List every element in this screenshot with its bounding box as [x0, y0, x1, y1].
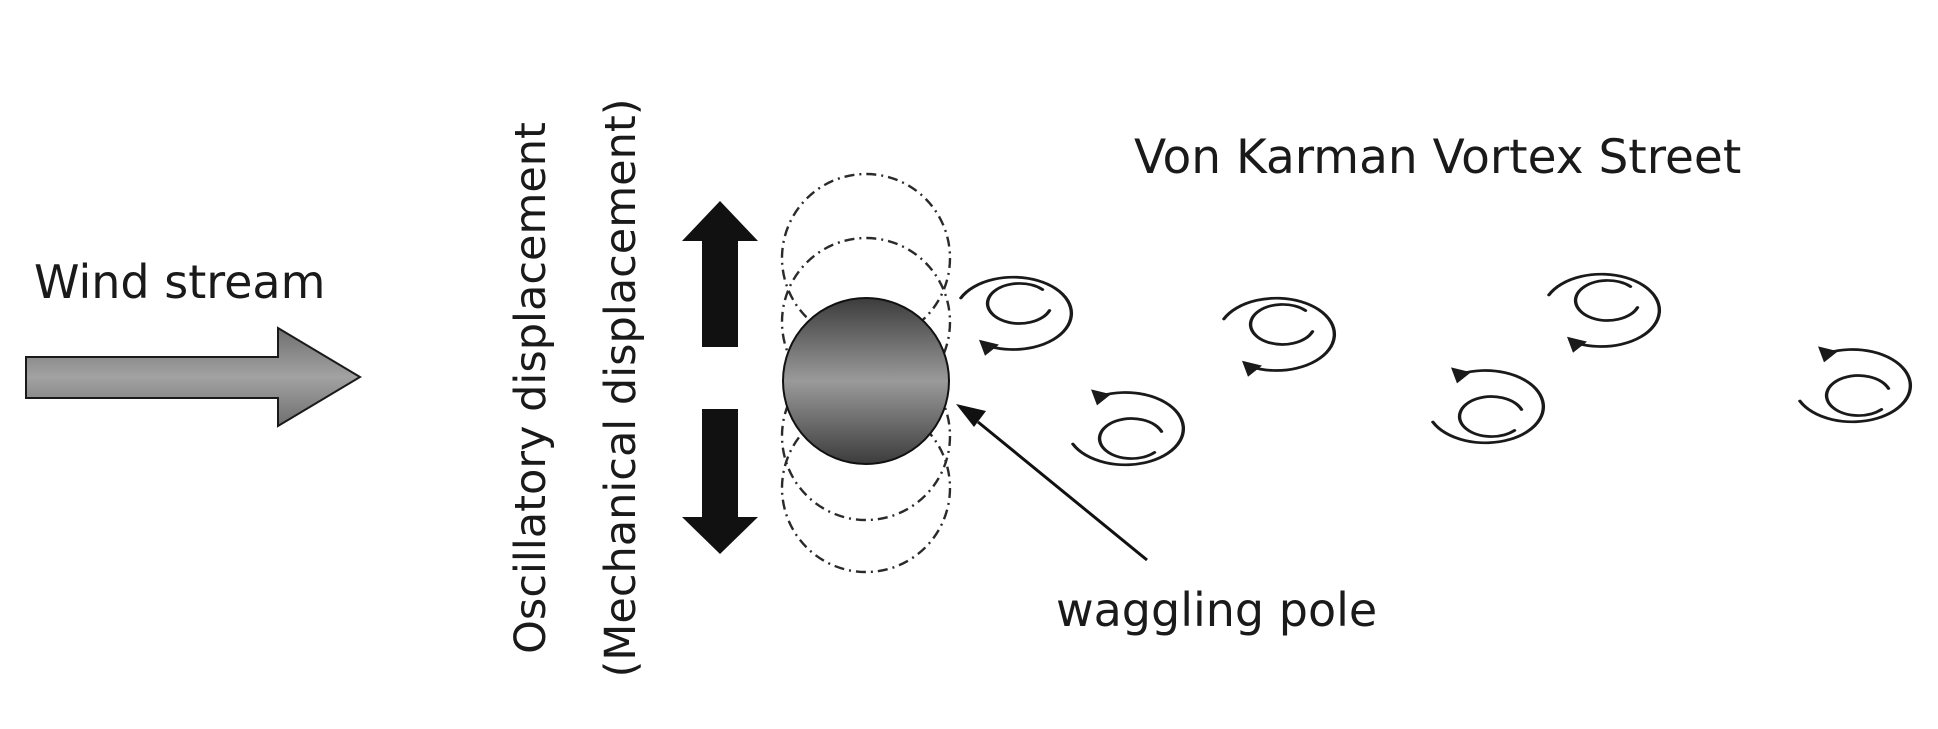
spiral-vortex-icon [959, 275, 1073, 356]
down-arrow-icon [682, 409, 758, 554]
spiral-vortex-icon [1431, 367, 1545, 445]
vortex-layer [959, 272, 1912, 467]
vortex-street-title: Von Karman Vortex Street [1134, 130, 1741, 185]
pointer-arrow-icon [956, 404, 1148, 562]
circle-icon [782, 297, 950, 465]
spiral-vortex-icon [1547, 272, 1661, 353]
spiral-vortex-icon [1071, 389, 1185, 467]
waggling-pole-label: waggling pole [1056, 583, 1377, 637]
spiral-vortex-icon [1798, 346, 1912, 424]
up-arrow-icon [682, 201, 758, 347]
wind-stream-label: Wind stream [34, 255, 325, 309]
pole-oscillation-ghosts [780, 172, 952, 574]
right-arrow-icon [25, 326, 362, 428]
spiral-vortex-icon [1222, 296, 1336, 377]
mechanical-displacement-label: (Mechanical displacement) [596, 99, 646, 678]
oscillatory-displacement-label: Oscillatory displacement [506, 122, 556, 654]
